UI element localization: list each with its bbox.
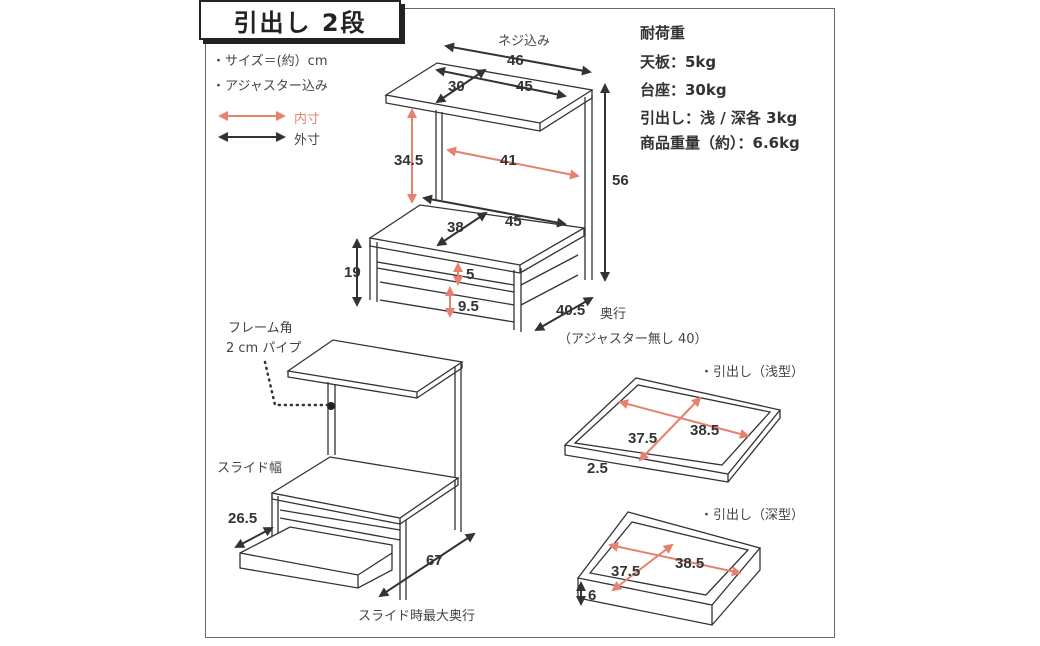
load-heading: 耐荷重 — [640, 24, 686, 42]
depth-note: （アジャスター無し 40） — [558, 332, 708, 347]
dim-base-width: 45 — [505, 213, 522, 230]
load-top: 天板：5kg — [640, 53, 717, 71]
dim-shallow-height: 2.5 — [587, 460, 608, 477]
max-depth-label: スライド時最大奥行 — [358, 609, 476, 624]
dim-base-depth: 38 — [447, 219, 464, 236]
pipe-leader-dots — [263, 360, 329, 407]
product-weight: 商品重量（約）：6.6kg — [640, 134, 800, 152]
dim-total-height: 56 — [612, 172, 629, 189]
dim-upper-width: 41 — [500, 152, 517, 169]
dim-depth: 40.5 — [556, 302, 586, 319]
pipe-marker-dot — [327, 402, 335, 410]
dim-top-depth: 30 — [448, 78, 465, 95]
dim-top-width-outer: 46 — [507, 52, 524, 69]
dim-slide-width: 26.5 — [228, 510, 258, 527]
legend-outer-label: 外寸 — [294, 133, 321, 148]
deep-drawer-drawing — [576, 511, 762, 626]
dim-drawer-gap: 5 — [466, 266, 475, 283]
pipe-note: 2 cm パイプ — [226, 341, 302, 356]
dim-deep-height: 6 — [588, 587, 597, 604]
slide-rack-drawing — [239, 339, 464, 600]
dim-base-height: 19 — [344, 264, 361, 281]
slide-width-label: スライド幅 — [217, 461, 283, 476]
size-note: ・サイズ＝(約）cm — [212, 54, 328, 69]
dim-max-depth: 67 — [426, 552, 443, 569]
dim-top-width-inner: 45 — [516, 78, 533, 95]
dim-drawer-height: 9.5 — [458, 298, 479, 315]
dim-deep-depth: 37.5 — [611, 563, 641, 580]
dim-upper-height: 34.5 — [394, 152, 424, 169]
depth-label: 奥行 — [600, 307, 627, 322]
load-base: 台座：30kg — [640, 81, 727, 99]
screw-label: ネジ込み — [498, 34, 551, 49]
load-drawer: 引出し：浅 / 深各 3kg — [640, 109, 798, 127]
dim-shallow-width: 38.5 — [690, 422, 720, 439]
deep-drawer-label: ・引出し（深型） — [700, 508, 805, 523]
adjuster-note: ・アジャスター込み — [212, 79, 328, 94]
dim-shallow-depth: 37.5 — [628, 430, 658, 447]
main-rack-drawing — [368, 62, 594, 332]
legend-inner-label: 内寸 — [294, 112, 321, 127]
dim-deep-width: 38.5 — [675, 555, 705, 572]
frame-note: フレーム角 — [228, 321, 293, 336]
title: 引出し 2段 — [199, 0, 401, 40]
shallow-drawer-label: ・引出し（浅型） — [700, 365, 805, 380]
diagram-frame — [205, 8, 835, 638]
